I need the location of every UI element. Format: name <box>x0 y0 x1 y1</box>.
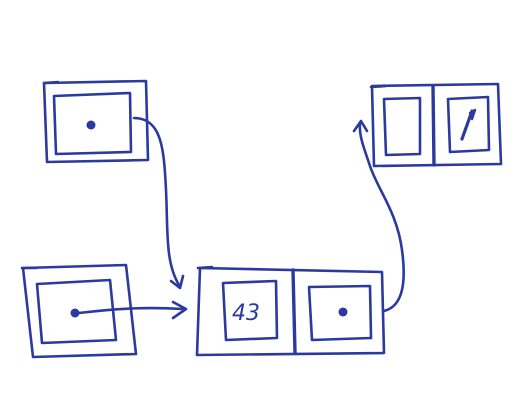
middle-cons-cell-value: 43 <box>232 301 260 326</box>
bottom-left-box-outer <box>21 263 138 359</box>
top-left-box-outer-tick <box>42 80 60 85</box>
bottom-left-box-dot <box>70 308 80 318</box>
top-left-box <box>42 79 150 164</box>
middle-cons-cell-right-inner <box>307 284 373 342</box>
middle-cons-cell: 43 <box>195 265 386 357</box>
top-left-box-outer <box>42 79 150 164</box>
top-right-cons-cell-slash-head <box>468 108 477 121</box>
top-left-box-dot <box>86 120 96 130</box>
top-right-cons-cell-slash <box>460 109 474 141</box>
top-right-cons-cell <box>369 82 503 168</box>
top-right-cons-cell-divider <box>431 84 436 167</box>
middle-cons-cell-left-inner <box>221 279 279 342</box>
arrow-bottom-left-to-middle-line <box>77 306 185 315</box>
arrow-middle-to-top-right-line <box>358 122 405 313</box>
arrow-middle-to-top-right-head <box>352 119 369 133</box>
top-right-cons-cell-right-inner <box>446 95 491 154</box>
top-right-cons-cell-outer <box>370 82 503 168</box>
arrow-top-left-to-middle-head <box>169 274 185 290</box>
middle-cons-cell-divider <box>291 268 297 355</box>
arrow-bottom-left-to-middle <box>77 300 188 320</box>
top-right-cons-cell-left-inner <box>382 96 422 157</box>
top-right-cons-cell-outer-tick <box>369 84 388 89</box>
middle-cons-cell-dot <box>338 307 348 317</box>
top-left-box-inner <box>52 91 133 156</box>
bottom-left-box-inner <box>35 278 118 345</box>
middle-cons-cell-outer-tick <box>196 265 214 270</box>
arrow-middle-to-top-right <box>352 119 405 313</box>
bottom-left-box <box>20 263 138 359</box>
arrow-top-left-to-middle-line <box>132 116 181 287</box>
arrow-top-left-to-middle <box>132 116 185 290</box>
middle-cons-cell-outer <box>195 266 386 357</box>
arrow-bottom-left-to-middle-head <box>171 300 188 320</box>
